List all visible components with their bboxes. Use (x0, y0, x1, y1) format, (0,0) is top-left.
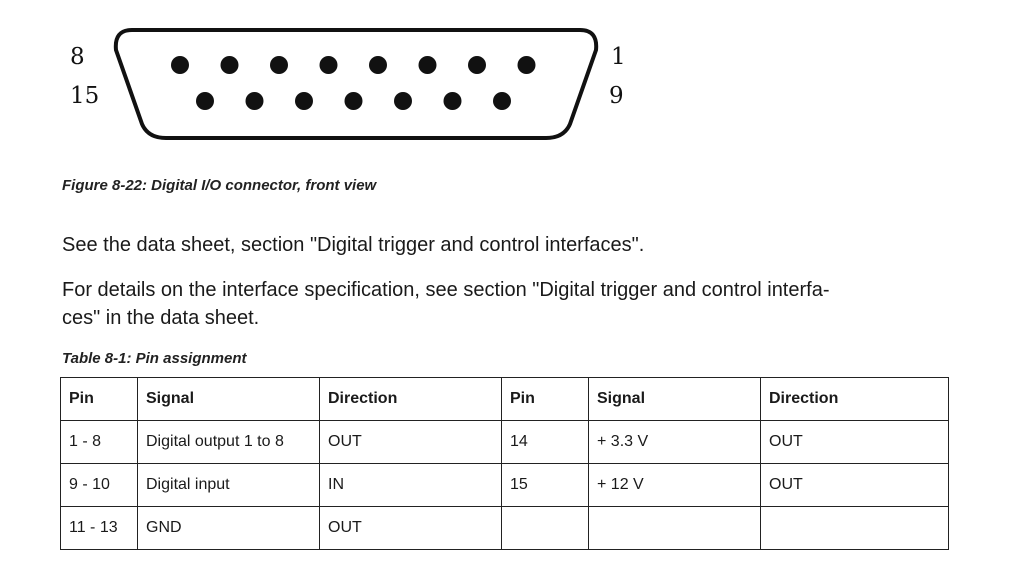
table-cell: GND (137, 506, 320, 550)
pin-top-3-dot (270, 56, 288, 74)
paragraph-interface-spec-line1: For details on the interface specificati… (62, 279, 830, 301)
pin-top-6-dot (418, 56, 437, 74)
table-cell: + 3.3 V (588, 420, 761, 464)
table-cell: 14 (501, 420, 589, 464)
table-row: 9 - 10 Digital input IN 15 + 12 V OUT (60, 463, 949, 507)
table-cell: IN (319, 463, 502, 507)
header-direction-2: Direction (760, 377, 949, 421)
table-cell: 1 - 8 (60, 420, 138, 464)
table-cell: Digital output 1 to 8 (137, 420, 320, 464)
pin-label-15: 15 (70, 83, 100, 109)
table-cell (501, 506, 589, 550)
table-cell: OUT (319, 506, 502, 550)
connector-outline (113, 28, 599, 140)
pin-label-9: 9 (609, 83, 624, 109)
pin-row-bottom (196, 92, 511, 110)
header-pin: Pin (60, 377, 138, 421)
pin-bottom-1-dot (196, 92, 214, 110)
pin-label-8: 8 (70, 44, 85, 70)
table-cell: 15 (501, 463, 589, 507)
header-signal: Signal (137, 377, 320, 421)
table-cell (760, 506, 949, 550)
pin-top-7-dot (468, 56, 486, 74)
header-signal-2: Signal (588, 377, 761, 421)
table-cell: 11 - 13 (60, 506, 138, 550)
pin-row-top (171, 56, 536, 74)
pin-bottom-5-dot (394, 92, 412, 110)
table-cell: 9 - 10 (60, 463, 138, 507)
table-row: 11 - 13 GND OUT (60, 506, 949, 550)
header-direction: Direction (319, 377, 502, 421)
pin-bottom-4-dot (344, 92, 363, 110)
table-header-row: Pin Signal Direction Pin Signal Directio… (60, 377, 949, 421)
pin-bottom-6-dot (443, 92, 462, 110)
figure-caption: Figure 8-22: Digital I/O connector, fron… (62, 177, 377, 194)
table-cell: OUT (319, 420, 502, 464)
pin-bottom-3-dot (295, 92, 313, 110)
table-caption: Table 8-1: Pin assignment (62, 350, 247, 367)
pin-top-4-dot (319, 56, 338, 74)
pin-label-1: 1 (611, 44, 626, 70)
pin-top-8-dot (517, 56, 536, 74)
pin-top-1-dot (171, 56, 189, 74)
table-cell: Digital input (137, 463, 320, 507)
pin-top-5-dot (369, 56, 387, 74)
pin-top-2-dot (220, 56, 239, 74)
table-cell (588, 506, 761, 550)
table-cell: + 12 V (588, 463, 761, 507)
header-pin-2: Pin (501, 377, 589, 421)
table-row: 1 - 8 Digital output 1 to 8 OUT 14 + 3.3… (60, 420, 949, 464)
pin-assignment-table: Pin Signal Direction Pin Signal Directio… (60, 377, 949, 550)
table-cell: OUT (760, 420, 949, 464)
pin-bottom-7-dot (493, 92, 511, 110)
pin-bottom-2-dot (245, 92, 264, 110)
dsub-connector-diagram (113, 28, 599, 140)
paragraph-data-sheet-ref: See the data sheet, section "Digital tri… (62, 234, 645, 256)
table-cell: OUT (760, 463, 949, 507)
paragraph-interface-spec-line2: ces" in the data sheet. (62, 307, 260, 329)
